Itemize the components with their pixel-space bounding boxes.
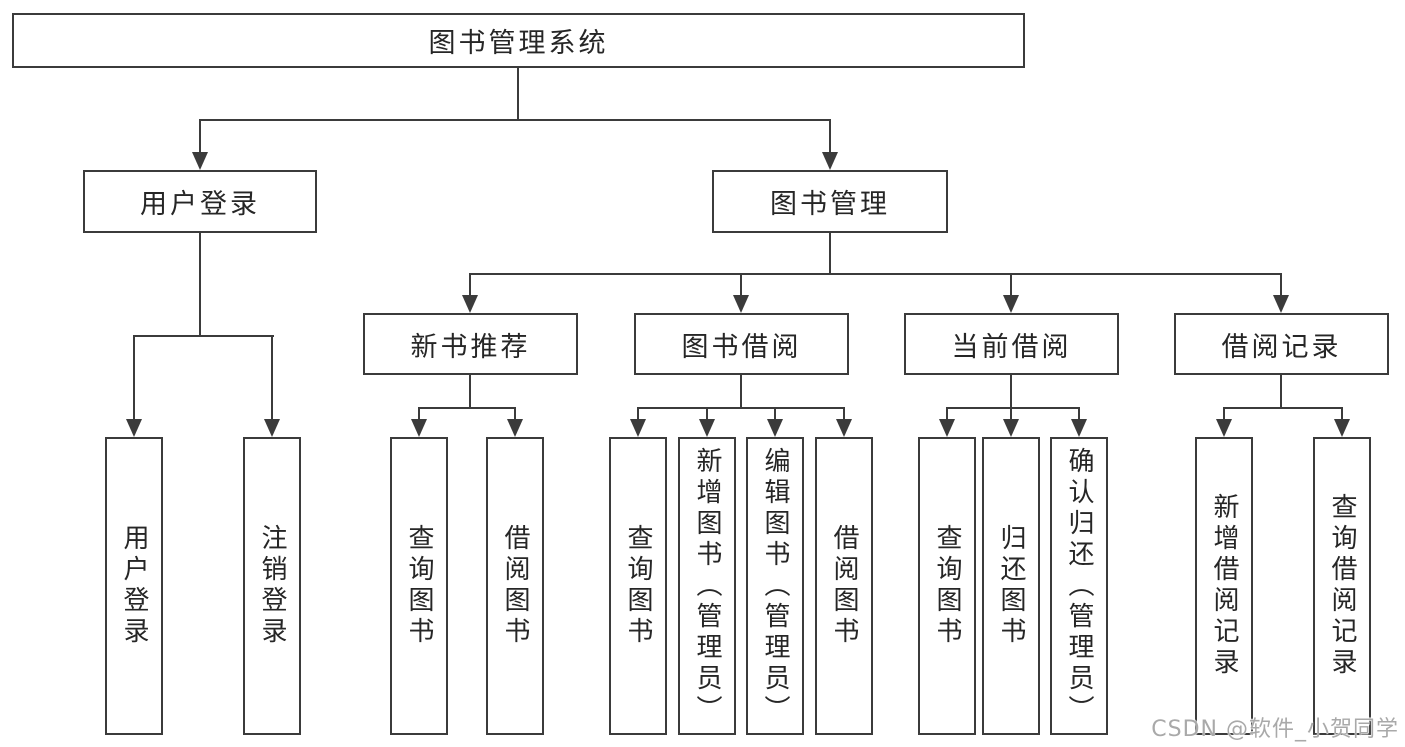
leaf-user-login: 用户登录: [105, 437, 163, 735]
arrowhead-down-icon: [699, 419, 715, 437]
connector-line: [418, 407, 516, 409]
connector-line: [740, 273, 742, 297]
arrowhead-down-icon: [126, 419, 142, 437]
connector-line: [469, 375, 471, 409]
arrowhead-down-icon: [1003, 295, 1019, 313]
connector-line: [199, 119, 831, 121]
connector-line: [199, 233, 201, 337]
node-label: 查询图书: [932, 524, 962, 648]
node-new-book-recommend: 新书推荐: [363, 313, 578, 375]
node-label: 借阅记录: [1221, 331, 1342, 363]
node-label: 注销登录: [257, 524, 287, 648]
arrowhead-down-icon: [630, 419, 646, 437]
arrowhead-down-icon: [264, 419, 280, 437]
leaf-add-books-admin: 新增图书（管理员）: [678, 437, 736, 735]
leaf-borrow-books-recommend: 借阅图书: [486, 437, 544, 735]
connector-line: [1280, 375, 1282, 409]
arrowhead-down-icon: [939, 419, 955, 437]
connector-line: [740, 375, 742, 409]
node-label: 图书管理: [770, 189, 890, 220]
csdn-watermark: CSDN @软件_小贺同学: [1151, 717, 1399, 742]
connector-line: [843, 407, 845, 421]
node-label: 确认归还（管理员）: [1064, 446, 1094, 726]
node-book-borrowing: 图书借阅: [634, 313, 849, 375]
node-user-login: 用户登录: [83, 170, 317, 233]
connector-line: [133, 335, 135, 421]
leaf-borrow-books: 借阅图书: [815, 437, 873, 735]
leaf-query-books-recommend: 查询图书: [390, 437, 448, 735]
connector-line: [1223, 407, 1343, 409]
connector-line: [271, 335, 273, 421]
node-book-management: 图书管理: [712, 170, 948, 233]
node-current-borrowing: 当前借阅: [904, 313, 1119, 375]
arrowhead-down-icon: [1003, 419, 1019, 437]
connector-line: [418, 407, 420, 421]
connector-line: [1010, 273, 1012, 297]
connector-line: [1078, 407, 1080, 421]
connector-line: [133, 335, 274, 337]
leaf-return-books: 归还图书: [982, 437, 1040, 735]
node-label: 新书推荐: [410, 331, 531, 363]
connector-line: [1223, 407, 1225, 421]
node-label: 新增图书（管理员）: [692, 446, 722, 726]
node-label: 用户登录: [119, 524, 149, 648]
connector-line: [469, 273, 471, 297]
leaf-edit-books-admin: 编辑图书（管理员）: [746, 437, 804, 735]
connector-line: [469, 273, 1282, 275]
connector-line: [199, 119, 201, 154]
connector-line: [1341, 407, 1343, 421]
arrowhead-down-icon: [836, 419, 852, 437]
node-borrowing-records: 借阅记录: [1174, 313, 1389, 375]
connector-line: [774, 407, 776, 421]
node-label: 借阅图书: [829, 524, 859, 648]
connector-line: [946, 407, 948, 421]
leaf-query-borrow-record: 查询借阅记录: [1313, 437, 1371, 735]
arrowhead-down-icon: [507, 419, 523, 437]
arrowhead-down-icon: [1273, 295, 1289, 313]
leaf-confirm-return-admin: 确认归还（管理员）: [1050, 437, 1108, 735]
connector-line: [706, 407, 708, 421]
leaf-add-borrow-record: 新增借阅记录: [1195, 437, 1253, 735]
node-label: 归还图书: [996, 524, 1026, 648]
arrowhead-down-icon: [767, 419, 783, 437]
node-label: 查询借阅记录: [1327, 493, 1357, 679]
connector-line: [637, 407, 639, 421]
node-label: 图书管理系统: [428, 28, 609, 59]
arrowhead-down-icon: [1071, 419, 1087, 437]
connector-line: [1280, 273, 1282, 297]
node-label: 当前借阅: [951, 331, 1072, 363]
connector-line: [1010, 407, 1012, 421]
leaf-query-books-borrowing: 查询图书: [609, 437, 667, 735]
arrowhead-down-icon: [822, 152, 838, 170]
connector-line: [946, 407, 1080, 409]
node-label: 新增借阅记录: [1209, 493, 1239, 679]
arrowhead-down-icon: [1216, 419, 1232, 437]
arrowhead-down-icon: [192, 152, 208, 170]
connector-line: [829, 233, 831, 275]
arrowhead-down-icon: [733, 295, 749, 313]
node-label: 借阅图书: [500, 524, 530, 648]
arrowhead-down-icon: [411, 419, 427, 437]
connector-line: [829, 119, 831, 154]
arrowhead-down-icon: [462, 295, 478, 313]
node-book-management-system: 图书管理系统: [12, 13, 1025, 68]
connector-line: [637, 407, 845, 409]
node-label: 查询图书: [404, 524, 434, 648]
connector-line: [1010, 375, 1012, 409]
node-label: 图书借阅: [681, 331, 802, 363]
node-label: 查询图书: [623, 524, 653, 648]
node-label: 用户登录: [140, 189, 260, 220]
leaf-query-books-current: 查询图书: [918, 437, 976, 735]
leaf-logout: 注销登录: [243, 437, 301, 735]
arrowhead-down-icon: [1334, 419, 1350, 437]
connector-line: [514, 407, 516, 421]
connector-line: [517, 68, 519, 121]
node-label: 编辑图书（管理员）: [760, 446, 790, 726]
